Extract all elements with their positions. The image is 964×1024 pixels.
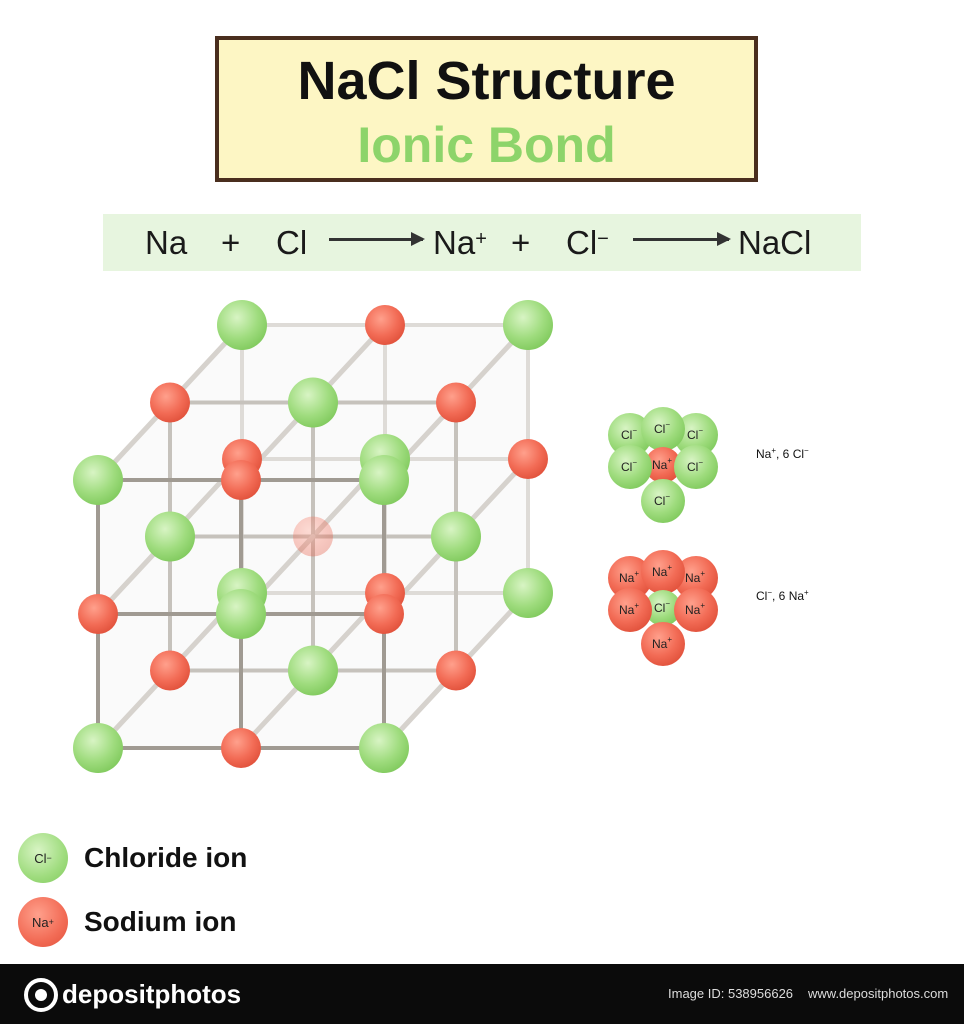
sodium-coordination-cluster: Cl−Cl−Cl−Na+Cl−Cl−Cl− (608, 407, 718, 523)
cluster-sodium-ion: Na+ (608, 556, 652, 600)
equation-reactant-na: Na (145, 224, 188, 261)
chloride-ion (73, 723, 123, 773)
ion-symbol-label: Na+ (652, 635, 672, 651)
coordination-label-chloride: Cl−, 6 Na+ (756, 588, 809, 603)
cluster-chloride-ion: Cl− (608, 413, 652, 457)
chloride-ion (288, 645, 338, 696)
reaction-equation: Na + Cl Na+ + Cl− NaCl (103, 214, 861, 271)
legend-label-sodium: Sodium ion (84, 906, 237, 937)
chloride-ion (73, 455, 123, 505)
diagram-subtitle: Ionic Bond (357, 117, 616, 173)
coordination-clusters: Cl−Cl−Cl−Na+Cl−Cl−Cl−Na+Na+Na+Cl−Na+Na+N… (608, 407, 718, 666)
cluster-chloride-ion: Cl− (645, 590, 681, 626)
chloride-ion (359, 455, 409, 505)
ion-symbol-label: Na+ (652, 456, 672, 472)
sodium-ion (150, 382, 190, 423)
sodium-ion (508, 439, 548, 479)
equation-arrow-2 (633, 232, 731, 246)
sodium-ion (221, 728, 261, 768)
chloride-ion (145, 511, 195, 562)
sodium-ion (293, 516, 333, 557)
equation-plus-2: + (511, 224, 531, 261)
diagram-title: NaCl Structure (297, 51, 676, 111)
cluster-sodium-ion: Na+ (641, 622, 685, 666)
equation-arrow-1 (329, 232, 425, 246)
sodium-ion (365, 305, 405, 345)
cluster-chloride-ion: Cl− (641, 407, 685, 451)
sodium-ion (436, 650, 476, 691)
equation-product-nacl: NaCl (738, 224, 812, 261)
sodium-ion (150, 650, 190, 691)
chloride-ion (217, 300, 267, 350)
footer-url[interactable]: www.depositphotos.com (808, 986, 949, 1001)
nacl-lattice-diagram: Cl−Cl−Cl−Na+Cl−Cl−Cl−Na+Na+Na+Cl−Na+Na+N… (73, 300, 718, 773)
equation-sodium-ion: Na+ (433, 224, 487, 261)
sodium-ion (364, 594, 404, 634)
depositphotos-logo-icon (24, 978, 58, 1012)
sodium-ion-swatch: Na+ (18, 897, 68, 947)
chloride-ion (288, 377, 338, 428)
chloride-ion (216, 589, 266, 639)
cluster-chloride-ion: Cl− (641, 479, 685, 523)
title-box: NaCl Structure Ionic Bond (215, 36, 758, 182)
cluster-sodium-ion: Na+ (674, 556, 718, 600)
chloride-ion (503, 300, 553, 350)
image-id: Image ID: 538956626 (668, 986, 794, 1001)
cluster-sodium-ion: Na+ (645, 447, 681, 483)
legend-label-chloride: Chloride ion (84, 842, 248, 873)
equation-reactant-cl: Cl (276, 224, 308, 261)
ion-symbol-label: Na+ (619, 569, 639, 585)
sodium-ion (221, 460, 261, 500)
cluster-sodium-ion: Na+ (608, 588, 652, 632)
chloride-coordination-cluster: Na+Na+Na+Cl−Na+Na+Na+ (608, 550, 718, 666)
sodium-ion (436, 382, 476, 423)
footer-bar: depositphotos Image ID: 538956626 www.de… (0, 964, 964, 1024)
coordination-label-sodium: Na+, 6 Cl− (756, 446, 809, 461)
chloride-ion (503, 568, 553, 618)
equation-plus-1: + (221, 224, 241, 261)
cluster-chloride-ion: Cl− (674, 445, 718, 489)
chloride-ion (359, 723, 409, 773)
ion-symbol-label: Na+ (619, 601, 639, 617)
chloride-ion (431, 511, 481, 562)
lattice-ions (73, 300, 553, 773)
chloride-ion-swatch: Cl− (18, 833, 68, 883)
ion-symbol-label: Na+ (652, 563, 672, 579)
sodium-ion (78, 594, 118, 634)
ion-symbol-label: Na+ (685, 569, 705, 585)
cluster-chloride-ion: Cl− (674, 413, 718, 457)
brand-name: depositphotos (62, 979, 242, 1009)
cluster-sodium-ion: Na+ (641, 550, 685, 594)
equation-chloride-ion: Cl− (566, 224, 609, 261)
cluster-chloride-ion: Cl− (608, 445, 652, 489)
cluster-sodium-ion: Na+ (674, 588, 718, 632)
ion-symbol-label: Na+ (685, 601, 705, 617)
